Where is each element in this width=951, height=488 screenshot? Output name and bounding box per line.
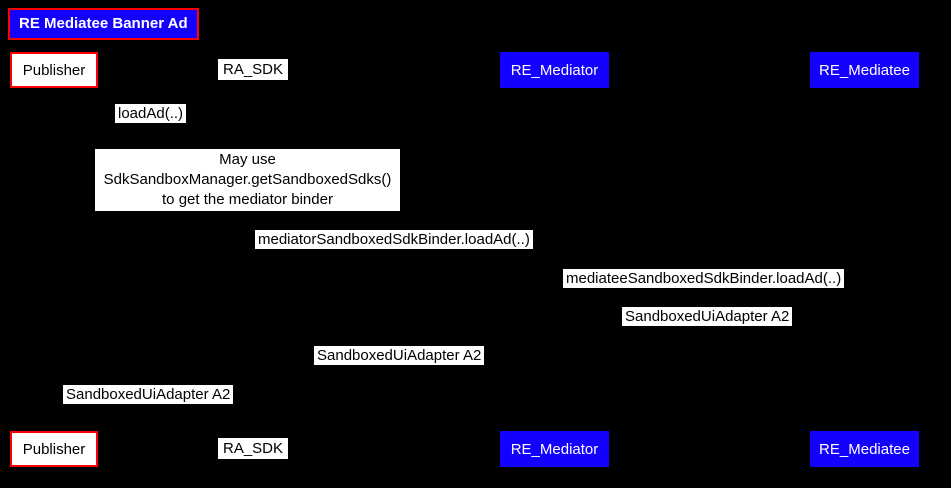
note-line: to get the mediator binder — [162, 191, 333, 208]
diagram-title: RE Mediatee Banner Ad — [8, 8, 199, 40]
participant-ra-sdk-bottom: RA_SDK — [218, 438, 289, 459]
participant-re-mediator-bottom: RE_Mediator — [500, 431, 609, 467]
participant-publisher-bottom: Publisher — [10, 431, 98, 467]
message-mediator-binder-loadad: mediatorSandboxedSdkBinder.loadAd(..) — [255, 230, 533, 249]
message-return-adapter-to-publisher: SandboxedUiAdapter A2 — [63, 385, 234, 404]
message-return-adapter-to-mediator: SandboxedUiAdapter A2 — [622, 307, 793, 326]
message-loadad: loadAd(..) — [115, 104, 187, 123]
message-mediatee-binder-loadad: mediateeSandboxedSdkBinder.loadAd(..) — [563, 269, 845, 288]
participant-re-mediatee-top: RE_Mediatee — [810, 52, 919, 88]
participant-publisher-top: Publisher — [10, 52, 98, 88]
note-line: SdkSandboxManager.getSandboxedSdks() — [103, 171, 392, 188]
note-line: May use — [219, 151, 276, 168]
message-return-adapter-to-ra-sdk: SandboxedUiAdapter A2 — [314, 346, 485, 365]
participant-ra-sdk-top: RA_SDK — [218, 59, 289, 80]
participant-re-mediatee-bottom: RE_Mediatee — [810, 431, 919, 467]
participant-re-mediator-top: RE_Mediator — [500, 52, 609, 88]
note-box: May use SdkSandboxManager.getSandboxedSd… — [95, 149, 400, 211]
